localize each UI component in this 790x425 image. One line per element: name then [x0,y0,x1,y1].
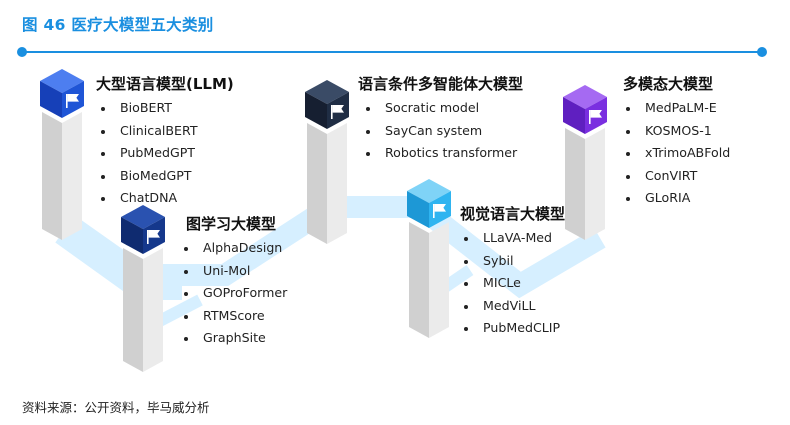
pillar-vision [407,179,451,338]
list-item: ClinicalBERT [98,120,198,143]
group-list-llm: BioBERT ClinicalBERT PubMedGPT BioMedGPT… [98,97,198,210]
list-item: xTrimoABFold [623,142,730,165]
pillar-llm [40,69,84,240]
list-item: KOSMOS-1 [623,120,730,143]
title-rule-end-dot [757,47,767,57]
group-title-llm: 大型语言模型(LLM) [96,75,234,93]
list-item: AlphaDesign [181,237,287,260]
list-item: ChatDNA [98,187,198,210]
list-item: Robotics transformer [363,142,517,165]
list-item: GraphSite [181,327,287,350]
list-item: MedViLL [461,295,560,318]
list-item: RTMScore [181,305,287,328]
list-item: GOProFormer [181,282,287,305]
group-list-vision: LLaVA-Med Sybil MICLe MedViLL PubMedCLIP [461,227,560,340]
source-note: 资料来源：公开资料，毕马威分析 [22,400,210,415]
pillar-graph [121,205,165,372]
group-list-graph: AlphaDesign Uni-Mol GOProFormer RTMScore… [181,237,287,350]
list-item: PubMedGPT [98,142,198,165]
list-item: MedPaLM-E [623,97,730,120]
list-item: Socratic model [363,97,517,120]
list-item: BioMedGPT [98,165,198,188]
list-item: SayCan system [363,120,517,143]
list-item: Uni-Mol [181,260,287,283]
figure-title: 图 46 医疗大模型五大类别 [22,16,214,34]
group-title-multiagent: 语言条件多智能体大模型 [358,75,524,93]
group-title-vision: 视觉语言大模型 [460,205,566,223]
list-item: BioBERT [98,97,198,120]
list-item: PubMedCLIP [461,317,560,340]
pillar-multimodal [563,85,607,240]
title-rule-start-dot [17,47,27,57]
list-item: GLoRIA [623,187,730,210]
title-rule [22,51,762,53]
list-item: LLaVA-Med [461,227,560,250]
group-list-multimodal: MedPaLM-E KOSMOS-1 xTrimoABFold ConVIRT … [623,97,730,210]
group-title-multimodal: 多模态大模型 [623,75,714,93]
pillar-multiagent [305,80,349,244]
list-item: Sybil [461,250,560,273]
list-item: ConVIRT [623,165,730,188]
group-list-multiagent: Socratic model SayCan system Robotics tr… [363,97,517,165]
list-item: MICLe [461,272,560,295]
group-title-graph: 图学习大模型 [186,215,277,233]
